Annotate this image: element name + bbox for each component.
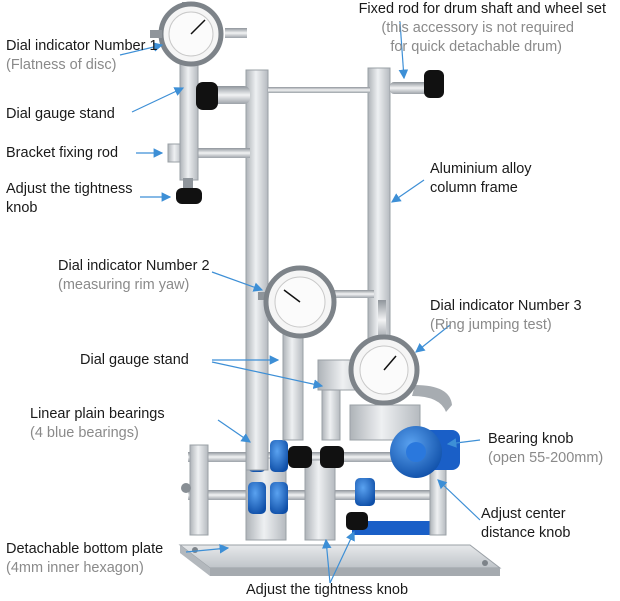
dial1-title: Dial indicator Number 1 [6, 38, 158, 54]
dial-indicator-3 [348, 300, 452, 441]
fixed-rod-sub-2: for quick detachable drum) [390, 39, 562, 55]
leader-lines [119, 21, 481, 584]
bottom-plate-sub: (4mm inner hexagon) [6, 560, 144, 576]
dial-indicator-2 [263, 265, 337, 339]
fixed-rod-title: Fixed rod for drum shaft and wheel set [358, 1, 606, 17]
dial-indicator-1 [150, 1, 247, 67]
bearings-title: Linear plain bearings [30, 406, 165, 422]
dial-stand-2-label: Dial gauge stand [80, 352, 189, 368]
bearing-knob-sub: (open 55-200mm) [488, 450, 604, 466]
tightness-knob-2-label: Adjust the tightness knob [246, 582, 409, 598]
center-knob-label-1: Adjust center [481, 506, 566, 522]
dial-stand-1 [176, 49, 250, 204]
tightness-knob-1-label: Adjust the tightness [6, 181, 133, 197]
bottom-plate [178, 521, 502, 576]
tightness-knob-2 [346, 512, 368, 530]
bottom-plate-title: Detachable bottom plate [6, 541, 164, 557]
dial3-sub: (Ring jumping test) [430, 317, 552, 333]
bearing-knob [390, 426, 460, 478]
bearing-knob-title: Bearing knob [488, 431, 574, 447]
bracket-rod-label: Bracket fixing rod [6, 145, 119, 161]
tightness-knob-1-label-2: knob [6, 200, 38, 216]
dial3-title: Dial indicator Number 3 [430, 298, 582, 314]
dial1-sub: (Flatness of disc) [6, 57, 117, 73]
alu-frame-label-2: column frame [430, 180, 518, 196]
bearings-sub: (4 blue bearings) [30, 425, 139, 441]
dial2-sub: (measuring rim yaw) [58, 277, 190, 293]
fixed-rod-sub-1: (this accessory is not required [381, 20, 574, 36]
center-knob-label-2: distance knob [481, 525, 571, 541]
dial2-title: Dial indicator Number 2 [58, 258, 210, 274]
brand-plate [352, 521, 438, 535]
dial-stand-1-label: Dial gauge stand [6, 106, 115, 122]
alu-frame-label-1: Aluminium alloy [430, 161, 532, 177]
